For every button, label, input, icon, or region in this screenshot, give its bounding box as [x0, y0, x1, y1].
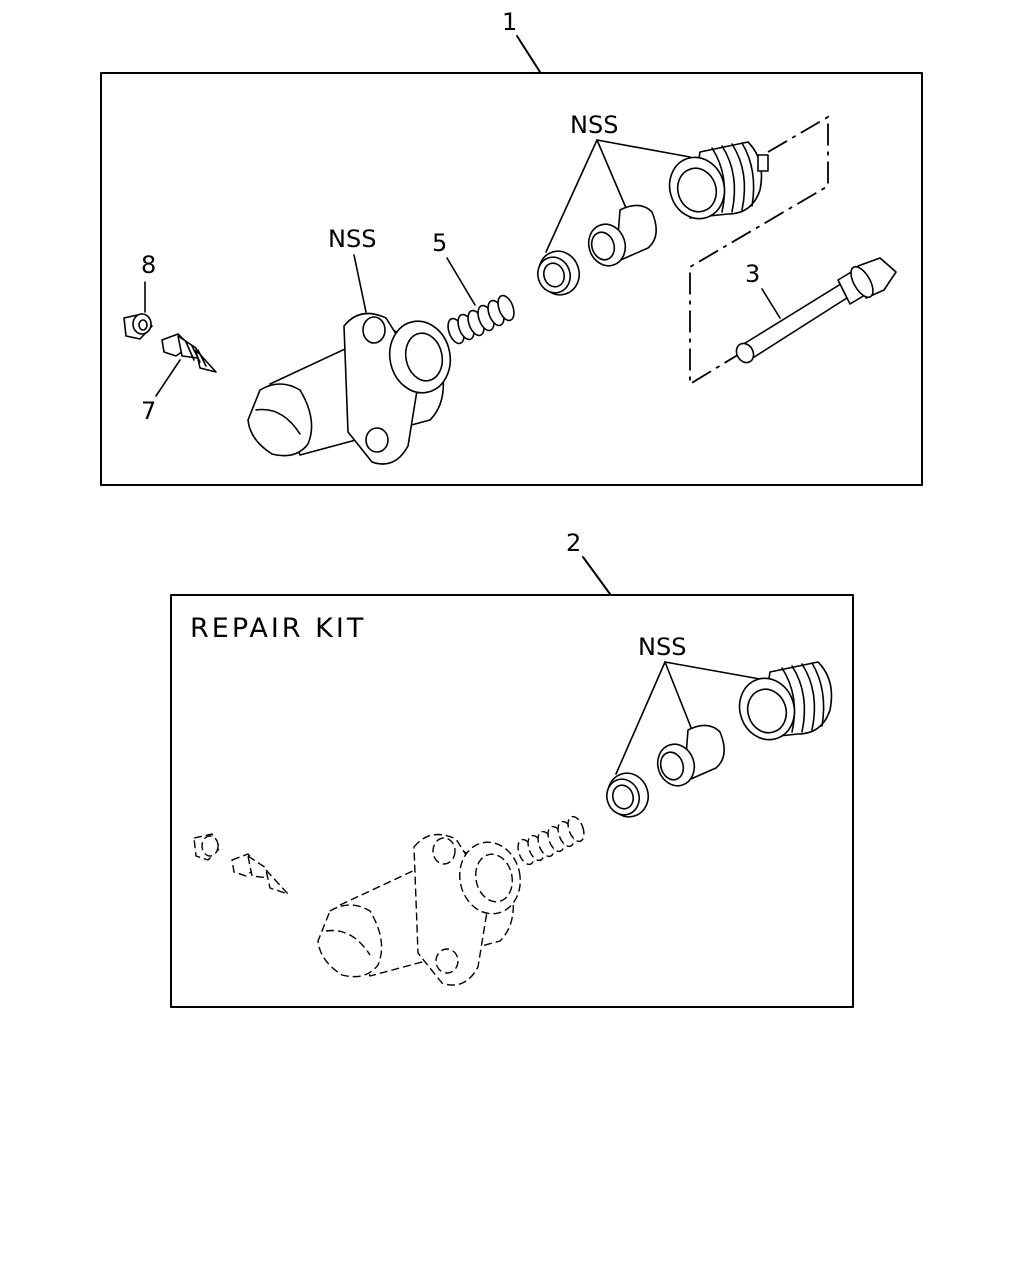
kit-ghost-bleeder-screw — [231, 853, 289, 895]
spring — [447, 294, 515, 345]
nss-upper-label: NSS — [570, 111, 618, 139]
push-rod — [735, 257, 897, 364]
assembly-group: 1 NSS — [100, 8, 923, 486]
bleeder-cap — [123, 313, 153, 340]
kit-ghost-cap — [193, 833, 221, 861]
repair-kit-group: 2 REPAIR KIT NSS — [170, 529, 854, 1008]
piston — [587, 204, 657, 267]
assembly-frame — [100, 72, 923, 486]
nss-upper-leaders — [545, 139, 691, 253]
kit-piston-boot — [738, 661, 833, 741]
bleeder-callout: 7 — [141, 397, 156, 425]
nss-kit-label: NSS — [638, 633, 686, 661]
repair-kit-frame — [170, 594, 854, 1008]
pushrod-callout: 3 — [745, 260, 760, 288]
kit-piston — [656, 724, 725, 787]
piston-cup-seal — [536, 250, 580, 296]
bleeder-leader — [155, 359, 181, 397]
bleeder-screw — [161, 333, 217, 373]
kit-ghost-spring — [517, 815, 585, 866]
repair-kit-ref-label: 2 — [566, 529, 581, 557]
spring-leader — [446, 257, 476, 306]
kit-cup-seal — [605, 772, 649, 818]
assembly-leader-line — [516, 35, 541, 73]
nss-kit-leaders — [615, 661, 761, 775]
assembly-ref-label: 1 — [502, 8, 517, 36]
pushrod-leader — [761, 288, 781, 319]
repair-kit-leader-line — [582, 556, 611, 595]
nss-body-leader — [353, 254, 367, 313]
spring-callout: 5 — [432, 229, 447, 257]
assembly-group-bracket — [689, 115, 829, 386]
kit-ghost-cylinder-body — [317, 833, 521, 986]
piston-boot — [668, 141, 769, 220]
cylinder-body — [247, 312, 452, 465]
cap-callout: 8 — [141, 251, 156, 279]
nss-body-label: NSS — [328, 225, 376, 253]
repair-kit-title: REPAIR KIT — [190, 613, 366, 644]
